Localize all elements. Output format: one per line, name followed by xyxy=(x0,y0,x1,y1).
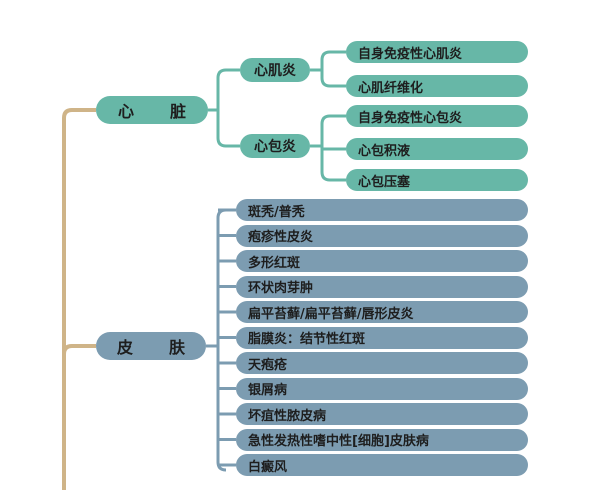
myocarditis-leaf-line-1 xyxy=(320,70,346,88)
pericarditis-leaf-1: 心包积液 xyxy=(346,138,528,160)
skin-leaf-8: 坏疽性脓皮病 xyxy=(236,403,528,425)
heart-node: 心 脏 xyxy=(96,96,208,124)
skin-leaf-7: 银屑病 xyxy=(236,377,528,400)
skin-leaf-5: 脂膜炎：结节性红斑 xyxy=(236,326,528,349)
pericarditis-leaf-line-2 xyxy=(320,149,346,182)
skin-leaf-2: 多形红斑 xyxy=(236,250,528,272)
skin-node: 皮 肤 xyxy=(96,332,206,360)
skin-leaf-6: 天疱疮 xyxy=(236,352,528,374)
heart-to-pericarditis-line xyxy=(216,110,240,148)
skin-leaf-0: 斑秃/普秃 xyxy=(236,199,528,221)
skin-leaf-4: 扁平苔藓/扁平苔藓/唇形皮炎 xyxy=(236,301,528,323)
skin-leaf-9: 急性发热性嗜中性[细胞]皮肤病 xyxy=(236,428,528,451)
pericarditis-leaf-0: 自身免疫性心包炎 xyxy=(346,105,528,127)
trunk-line xyxy=(62,108,96,490)
trunk-to-skin-line xyxy=(62,344,96,355)
pericarditis-leaf-line-1 xyxy=(320,146,346,151)
skin-leaf-3: 环状肉芽肿 xyxy=(236,275,528,298)
pericarditis-leaf-line-0 xyxy=(310,114,346,148)
myocarditis-leaf-1: 心肌纤维化 xyxy=(346,75,528,97)
pericarditis-leaf-2: 心包压塞 xyxy=(346,169,528,191)
skin-leaf-10: 白癜风 xyxy=(236,454,528,476)
heart-to-myocarditis-line xyxy=(208,68,240,112)
skin-leaf-1: 疱疹性皮炎 xyxy=(236,224,528,247)
skin-leaf-connectors xyxy=(218,208,236,467)
pericarditis-node: 心包炎 xyxy=(240,134,310,158)
myocarditis-node: 心肌炎 xyxy=(240,58,310,82)
myocarditis-leaf-line-0 xyxy=(310,50,346,72)
skin-bracket-line xyxy=(216,208,227,472)
myocarditis-leaf-0: 自身免疫性心肌炎 xyxy=(346,41,528,63)
